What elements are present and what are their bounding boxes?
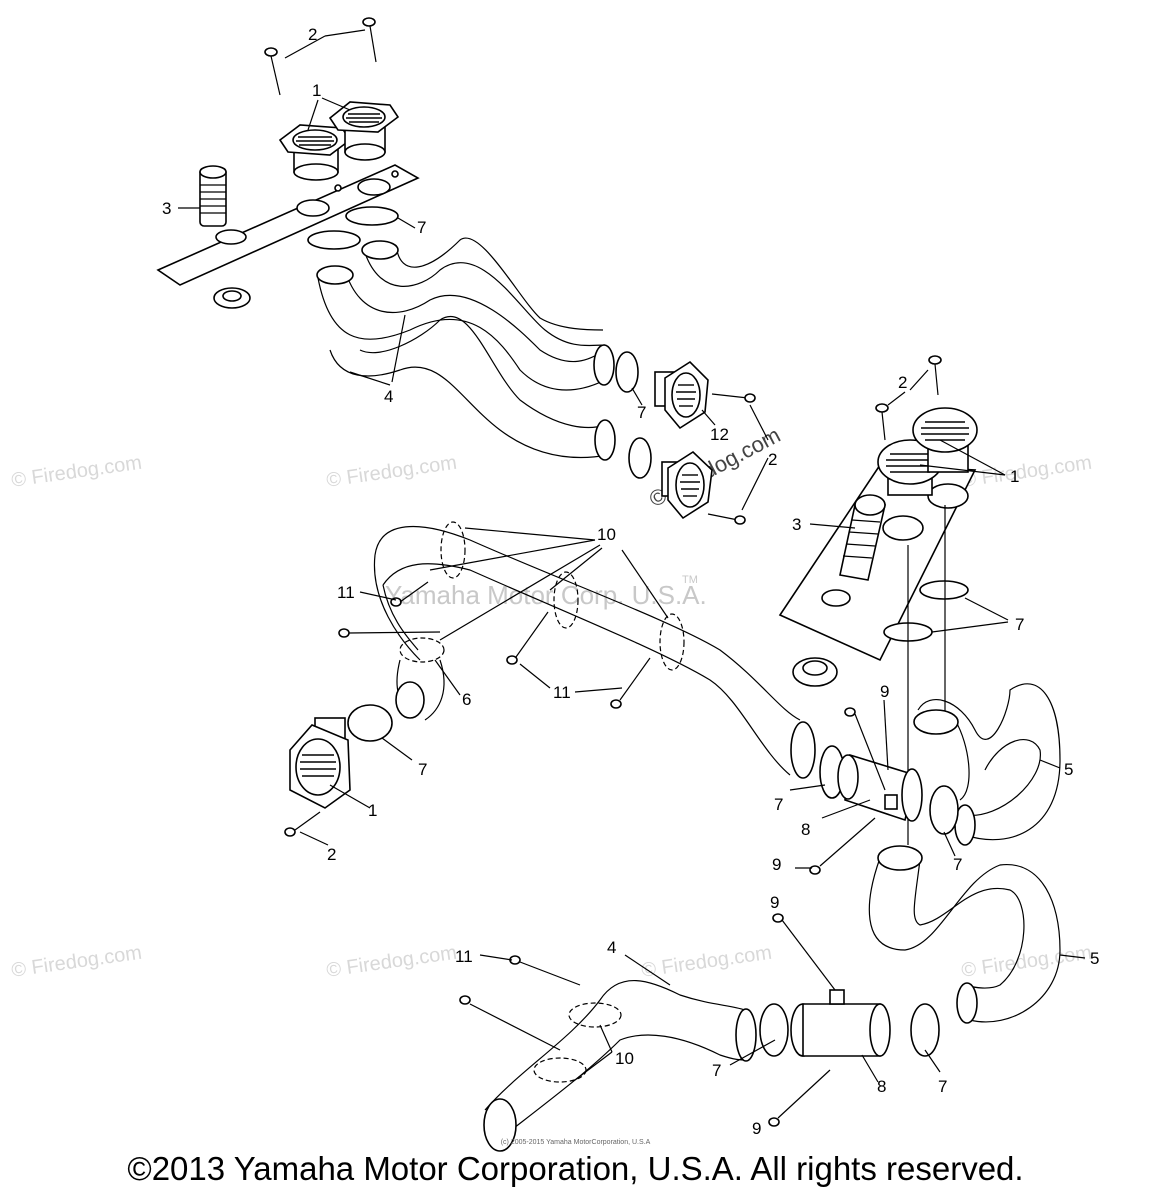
callout-7-bottom-left: 7 bbox=[712, 1061, 721, 1080]
callout-7-center-right: 7 bbox=[953, 855, 962, 874]
outlet-right-a bbox=[877, 439, 943, 496]
callout-10-bottom: 10 bbox=[615, 1049, 634, 1068]
pipe-bottom bbox=[483, 979, 757, 1152]
outlet-12 bbox=[654, 360, 709, 430]
muffler-8-upper bbox=[819, 745, 923, 822]
callout-7-right: 7 bbox=[1015, 615, 1024, 634]
callout-2-mid: 2 bbox=[768, 450, 777, 469]
callout-4-bottom: 4 bbox=[607, 938, 616, 957]
leader-lines bbox=[178, 29, 1086, 1083]
callout-10-top: 10 bbox=[597, 525, 616, 544]
outlet-top-left-a bbox=[278, 124, 352, 181]
outlet-mid-lower bbox=[661, 450, 713, 520]
callout-7-mid: 7 bbox=[637, 403, 646, 422]
callout-3-right: 3 bbox=[792, 515, 801, 534]
watermark-tm: TM bbox=[682, 574, 698, 586]
clamp-left-mid bbox=[347, 704, 393, 742]
callout-12: 12 bbox=[710, 425, 729, 444]
pipe-middle bbox=[373, 521, 816, 779]
callout-11-bottom: 11 bbox=[455, 947, 473, 966]
callout-11-left: 11 bbox=[337, 583, 355, 602]
screw-top-b bbox=[362, 17, 377, 63]
outlet-right-b bbox=[912, 407, 978, 473]
callout-9-center: 9 bbox=[772, 855, 781, 874]
outlet-top-left-b bbox=[328, 101, 400, 161]
callout-5-top: 5 bbox=[1064, 760, 1073, 779]
callout-2-right: 2 bbox=[898, 373, 907, 392]
callout-7-top: 7 bbox=[417, 218, 426, 237]
copyright-notice: ©2013 Yamaha Motor Corporation, U.S.A. A… bbox=[127, 1150, 1024, 1187]
clamp-mid-a bbox=[615, 351, 639, 393]
callout-1-right: 1 bbox=[1010, 467, 1019, 486]
clamp-right-a bbox=[919, 580, 969, 600]
callout-1-left: 1 bbox=[368, 801, 377, 820]
callout-5-bottom: 5 bbox=[1090, 949, 1099, 968]
hose-5-lower bbox=[868, 845, 1061, 1024]
callout-4-top: 4 bbox=[384, 387, 393, 406]
hose-5-upper bbox=[913, 683, 1061, 846]
callout-7-center: 7 bbox=[774, 795, 783, 814]
mount-plate-right bbox=[778, 464, 977, 662]
callout-8-bottom: 8 bbox=[877, 1077, 886, 1096]
callout-3-top: 3 bbox=[162, 199, 171, 218]
callout-7-left: 7 bbox=[418, 760, 427, 779]
strainer-right bbox=[839, 494, 887, 581]
callout-7-bottom-right: 7 bbox=[938, 1077, 947, 1096]
outlet-left-mid bbox=[289, 717, 351, 809]
strainer-top-left bbox=[199, 165, 227, 227]
muffler-8-lower bbox=[790, 989, 891, 1057]
callout-9-bottom: 9 bbox=[752, 1119, 761, 1138]
clamp-top-a bbox=[345, 206, 399, 226]
callout-11-mid: 11 bbox=[553, 683, 571, 702]
callout-2-top: 2 bbox=[308, 25, 317, 44]
small-credit: (c) 2005-2015 Yamaha MotorCorporation, U… bbox=[500, 1139, 651, 1146]
screw-top-a bbox=[264, 47, 281, 96]
callout-1-top: 1 bbox=[312, 81, 321, 100]
callout-9-mid: 9 bbox=[880, 682, 889, 701]
callout-8-top: 8 bbox=[801, 820, 810, 839]
hose-upper-pair bbox=[316, 237, 616, 461]
callout-2-left: 2 bbox=[327, 845, 336, 864]
callout-9-lower: 9 bbox=[770, 893, 779, 912]
callout-6: 6 bbox=[462, 690, 471, 709]
